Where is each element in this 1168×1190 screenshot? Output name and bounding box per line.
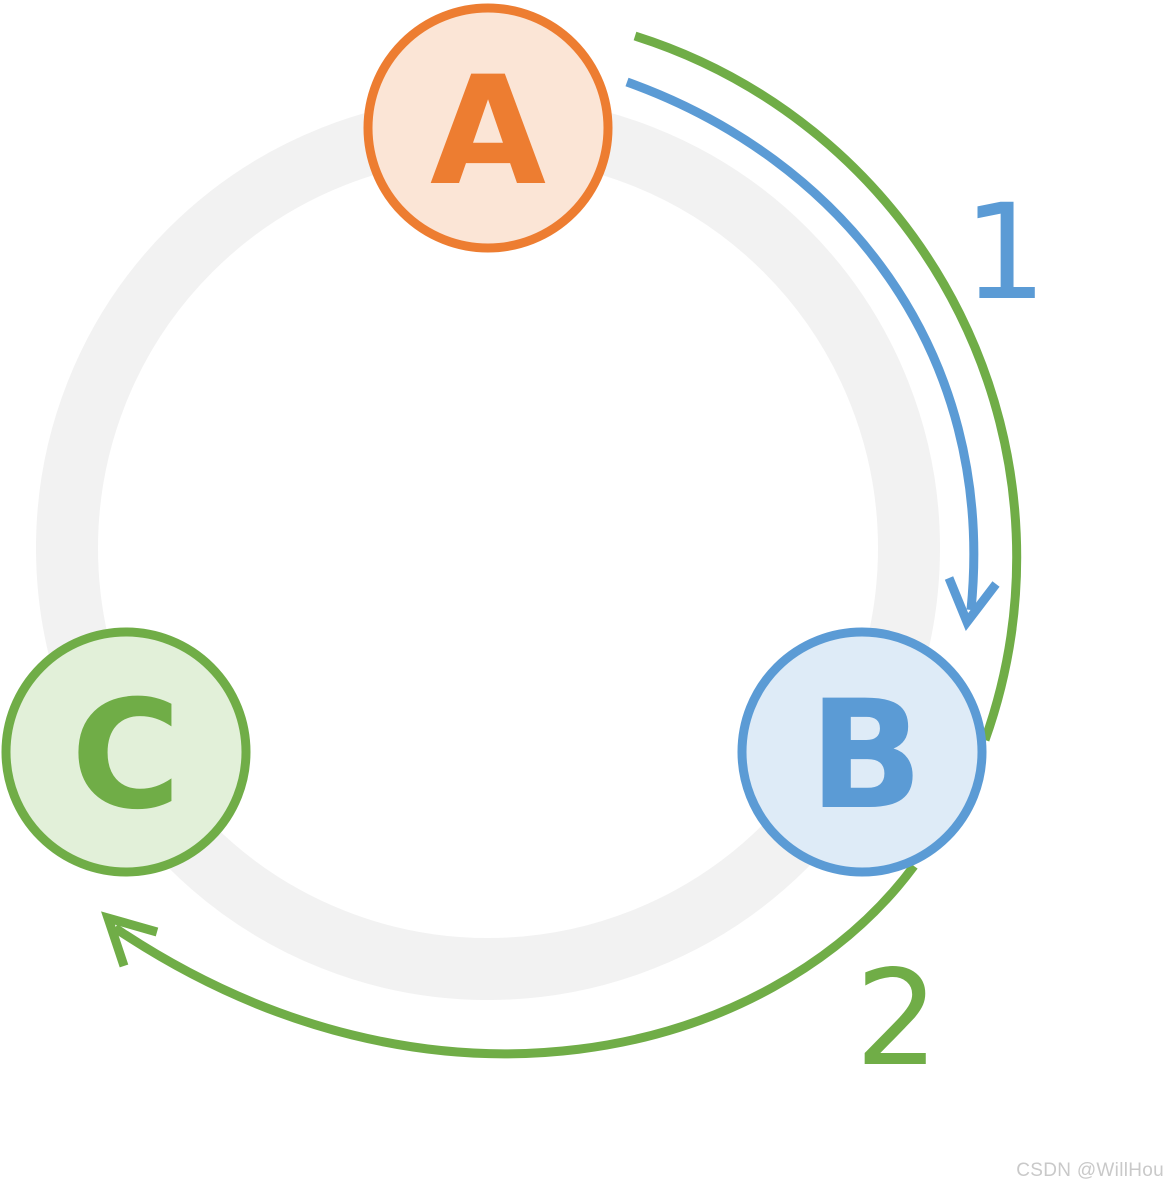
- node-c-label: C: [71, 669, 181, 843]
- node-b-label: B: [809, 669, 923, 843]
- node-c-circle: [1, 627, 251, 877]
- step-2-arrowhead: [101, 911, 159, 968]
- step-1-arrowhead: [944, 576, 1000, 631]
- node-a-circle: [363, 3, 613, 253]
- step-2-arrow: [633, 31, 1022, 742]
- step-2-arrow-lower: [112, 863, 918, 1059]
- step-1-arrow: [625, 77, 979, 611]
- watermark: CSDN @WillHou: [1016, 1160, 1164, 1181]
- step-1-label: 1: [963, 176, 1047, 330]
- node-c: C: [1, 627, 251, 877]
- node-a-label: A: [430, 45, 546, 219]
- node-b-circle: [737, 627, 987, 877]
- node-a: A: [363, 3, 613, 253]
- node-b: B: [737, 627, 987, 877]
- step-2-label: 2: [855, 942, 939, 1096]
